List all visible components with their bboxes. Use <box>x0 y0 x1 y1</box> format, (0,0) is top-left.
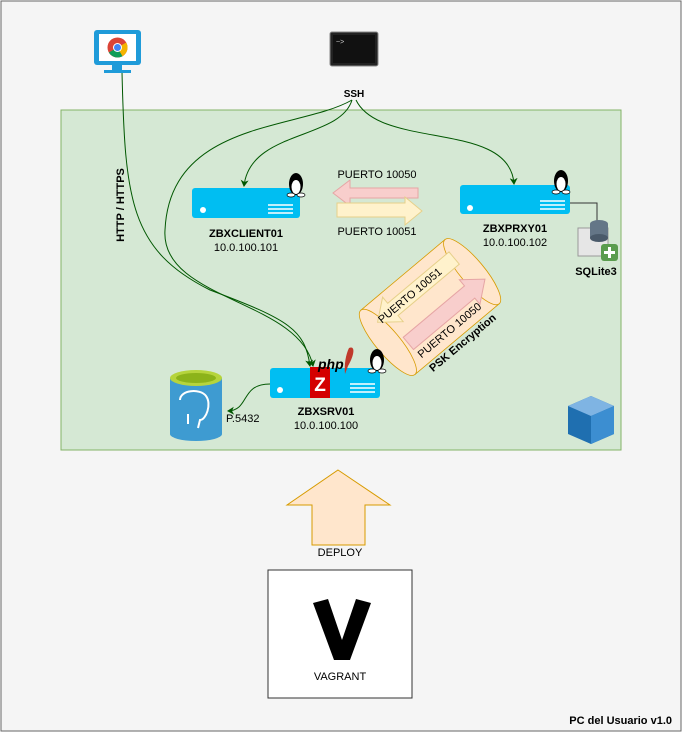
port-10050-label: PUERTO 10050 <box>337 169 416 181</box>
postgres-port-label: P.5432 <box>226 413 259 425</box>
client-ip: 10.0.100.101 <box>214 242 278 254</box>
ssh-client-edge <box>240 99 353 187</box>
psk-port-10050-arrow <box>402 278 486 351</box>
port-10051-arrow <box>336 195 423 227</box>
connections <box>121 71 518 415</box>
ssh-proxy-edge <box>355 99 518 185</box>
proxy-ip: 10.0.100.102 <box>483 237 547 249</box>
linux-tux-icon <box>367 349 387 374</box>
sqlite-edge <box>570 202 598 222</box>
vagrant-logo-icon <box>313 599 371 660</box>
proxy-name: ZBXPRXY01 <box>483 223 547 235</box>
psk-port-10051-arrow <box>376 251 461 323</box>
http-edge <box>121 71 314 367</box>
zbxprxy01-server[interactable] <box>460 185 570 214</box>
ssh-server-edge <box>164 99 353 367</box>
virtualbox-network-area <box>60 109 622 451</box>
postgresql-database-icon[interactable] <box>170 370 222 441</box>
server-ip: 10.0.100.100 <box>294 420 358 432</box>
chrome-browser-icon[interactable] <box>94 30 141 73</box>
http-label: HTTP / HTTPS <box>115 168 127 242</box>
deploy-label: DEPLOY <box>318 547 363 559</box>
zabbix-logo-icon: Z <box>310 367 330 398</box>
linux-tux-icon <box>551 170 571 195</box>
sqlite-database-icon <box>577 220 618 261</box>
port-10051-label: PUERTO 10051 <box>337 226 416 238</box>
vagrant-box[interactable] <box>267 569 413 699</box>
deploy-arrow <box>285 469 392 546</box>
postgres-edge <box>227 383 271 415</box>
apache-feather-icon <box>344 347 354 374</box>
client-name: ZBXCLIENT01 <box>209 228 283 240</box>
footer-label: PC del Usuario v1.0 <box>569 715 672 727</box>
ssh-label: SSH <box>344 89 365 100</box>
terminal-icon[interactable]: ~> <box>329 31 379 67</box>
sqlite-label: SQLite3 <box>575 266 617 278</box>
svg-text:~>: ~> <box>336 39 344 46</box>
zbxclient01-server[interactable] <box>192 188 300 218</box>
vagrant-label: VAGRANT <box>314 671 367 683</box>
server-name: ZBXSRV01 <box>298 406 355 418</box>
virtualbox-icon <box>568 396 614 444</box>
linux-tux-icon <box>286 173 306 198</box>
svg-text:Z: Z <box>314 375 326 396</box>
php-logo: php <box>317 356 344 372</box>
